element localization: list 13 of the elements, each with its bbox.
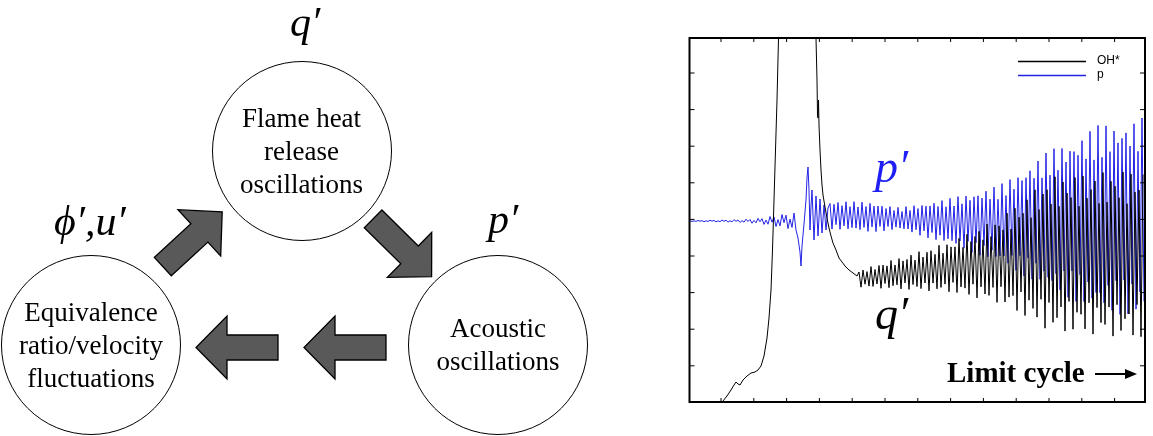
annotation-label: Limit cycle bbox=[947, 358, 1085, 387]
variable-label: q′ bbox=[290, 1, 321, 43]
block-arrow bbox=[363, 209, 433, 278]
block-arrow bbox=[153, 208, 223, 277]
node-label: Acoustic oscillations bbox=[435, 312, 561, 378]
node-label: Flame heat release oscillations bbox=[239, 101, 364, 201]
variable-label: ϕ′,u′ bbox=[54, 200, 126, 242]
legend-label: p bbox=[1097, 68, 1104, 80]
curve-label: q′ bbox=[875, 291, 909, 337]
block-arrow bbox=[195, 314, 279, 381]
node-label: Equivalence ratio/velocity fluctuations bbox=[18, 295, 164, 395]
block-arrow bbox=[303, 314, 387, 381]
legend-label: OH* bbox=[1097, 54, 1120, 66]
